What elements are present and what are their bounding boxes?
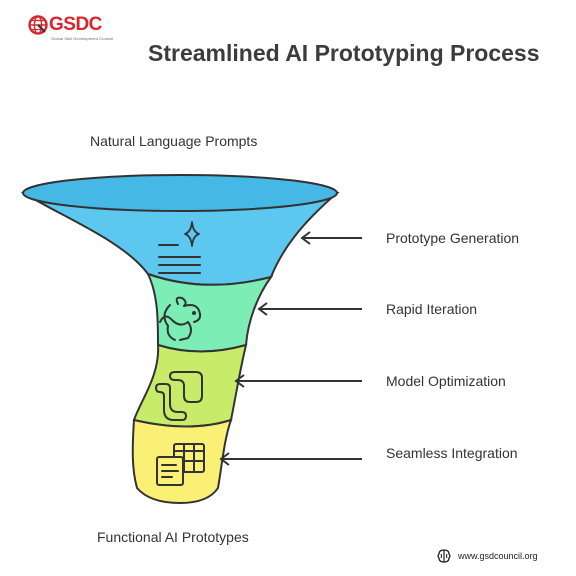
fitting-icon [155, 371, 203, 421]
stage-4-arrow [219, 452, 362, 466]
rabbit-icon [159, 296, 202, 341]
funnel-stage-3 [132, 343, 248, 428]
brain-icon [437, 549, 451, 563]
stage-2-arrow [257, 302, 362, 316]
website-link[interactable]: www.gsdcouncil.org [458, 551, 538, 561]
funnel-input-label: Natural Language Prompts [90, 133, 258, 149]
stage-label-rapid-iteration: Rapid Iteration [386, 301, 478, 317]
funnel-stage-2 [146, 272, 274, 353]
stage-1-arrow [300, 231, 362, 245]
table-merge-icon [156, 443, 205, 486]
logo-wordmark: GSDC [49, 14, 102, 35]
stage-3-arrow [234, 374, 362, 388]
gsdc-logo: GSDC Global Skill Development Council [27, 12, 117, 42]
footer-website[interactable]: www.gsdcouncil.org [436, 548, 538, 564]
logo-tagline: Global Skill Development Council [51, 36, 114, 41]
globe-icon [28, 15, 48, 35]
page-title: Streamlined AI Prototyping Process [148, 40, 540, 66]
stage-label-model-optimization: Model Optimization [386, 373, 506, 389]
funnel-rim [22, 174, 338, 212]
stage-label-seamless-integration: Seamless Integration [386, 445, 518, 461]
funnel-output-label: Functional AI Prototypes [97, 529, 249, 545]
text-sparkle-icon [158, 221, 201, 274]
stage-label-prototype-generation: Prototype Generation [386, 230, 520, 246]
